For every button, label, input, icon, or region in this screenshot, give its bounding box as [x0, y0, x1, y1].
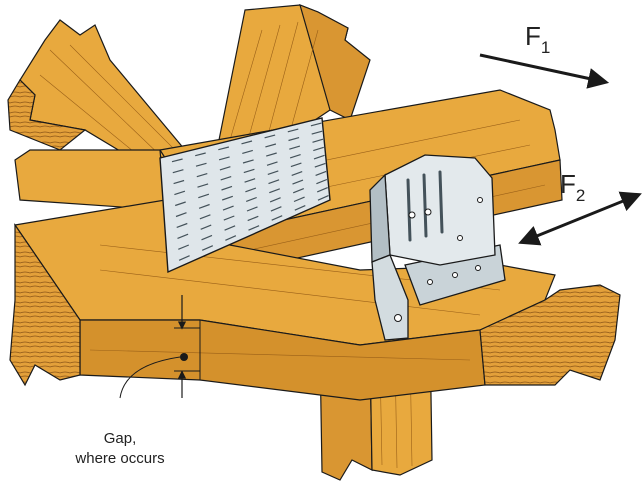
plate-tooth-slot — [200, 224, 212, 230]
plate-tooth-slot — [177, 233, 189, 239]
plate-tooth-slot — [287, 128, 299, 133]
plate-tooth-slot — [266, 161, 278, 166]
plate-tooth-slot — [269, 188, 281, 194]
left-beam-segment — [14, 149, 166, 211]
plate-tooth-slot — [172, 169, 184, 174]
plate-tooth-slot — [310, 122, 322, 127]
plate-tooth-slot — [288, 137, 300, 142]
plate-tooth-slot — [224, 225, 236, 231]
main-bottom-beam — [9, 199, 621, 401]
plate-tooth-slot — [268, 179, 280, 185]
plate-tooth-slot — [219, 166, 231, 171]
plate-tooth-slot — [292, 188, 305, 194]
plate-tooth-slot — [223, 215, 235, 221]
force-f1-subscript: 1 — [541, 38, 550, 57]
plate-tooth-slot — [242, 149, 253, 154]
plate-tooth-slot — [241, 140, 253, 145]
plate-tooth-slot — [201, 234, 213, 241]
plate-tooth-slot — [221, 185, 233, 191]
plate-tooth-slot — [245, 187, 257, 193]
plate-tooth-slot — [264, 134, 276, 139]
force-f1-letter: F — [525, 21, 541, 51]
plate-tooth-slot — [197, 183, 209, 188]
plate-tooth-slot — [218, 146, 230, 151]
plate-tooth-slot — [294, 205, 306, 211]
plate-tooth-slot — [315, 170, 327, 176]
plate-tooth-slot — [222, 205, 234, 211]
plate-tooth-slot — [222, 195, 233, 201]
right-diagonal-member — [214, 4, 371, 161]
plate-tooth-slot — [218, 156, 230, 161]
plate-tooth-slot — [244, 178, 256, 183]
plate-tooth-slot — [225, 235, 237, 241]
plate-tooth-slot — [195, 152, 206, 157]
plate-punched-teeth — [171, 122, 329, 261]
plate-tooth-slot — [316, 187, 328, 193]
plate-tooth-slot — [314, 162, 326, 168]
force-f2-arrow — [518, 191, 642, 246]
plate-tooth-slot — [175, 201, 186, 207]
force-f1-arrow — [479, 53, 610, 89]
plate-tooth-slot — [175, 212, 187, 218]
plate-tooth-slot — [291, 171, 303, 176]
plate-tooth-slot — [316, 178, 328, 185]
plate-tooth-slot — [245, 196, 257, 202]
plate-tooth-slot — [220, 176, 232, 181]
plate-tooth-slot — [247, 215, 259, 222]
plate-tooth-slot — [313, 154, 325, 160]
svg-text:F1: F1 — [525, 21, 550, 57]
plate-tooth-slot — [312, 138, 324, 143]
plate-tooth-slot — [242, 159, 254, 164]
plate-tooth-slot — [199, 214, 211, 220]
plate-tooth-slot — [198, 193, 210, 199]
plate-tooth-slot — [270, 206, 282, 212]
plate-tooth-slot — [292, 179, 304, 185]
plate-tooth-slot — [265, 143, 277, 148]
plate-tooth-slot — [266, 152, 277, 157]
plate-tooth-slot — [248, 225, 260, 231]
force-f2-label: F2 — [560, 169, 585, 205]
plate-tooth-slot — [246, 206, 258, 212]
plate-tooth-slot — [271, 215, 283, 221]
plate-tooth-slot — [290, 162, 302, 168]
plate-tooth-slot — [176, 222, 188, 228]
gap-label-line-2: where occurs — [74, 450, 164, 467]
gap-label-line-1: Gap, — [104, 430, 137, 447]
plate-tooth-slot — [178, 244, 190, 250]
force-f2-subscript: 2 — [576, 186, 585, 205]
plate-tooth-slot — [311, 130, 323, 135]
gap-dot — [180, 353, 188, 361]
force-f2-letter: F — [560, 169, 576, 199]
plate-tooth-slot — [293, 196, 305, 203]
plate-tooth-slot — [171, 158, 183, 163]
plate-tooth-slot — [174, 190, 186, 196]
plate-tooth-slot — [195, 162, 207, 167]
svg-text:F2: F2 — [560, 169, 585, 205]
plate-tooth-slot — [196, 173, 208, 178]
plate-tooth-slot — [313, 146, 324, 152]
truss-plate — [159, 117, 331, 274]
plate-tooth-slot — [289, 145, 301, 150]
plate-tooth-slot — [201, 245, 214, 251]
plate-tooth-slot — [243, 168, 255, 174]
gap-indicator — [119, 295, 200, 399]
plate-tooth-slot — [269, 197, 281, 203]
angle-bracket — [369, 154, 506, 341]
plate-tooth-slot — [178, 255, 190, 261]
plate-tooth-slot — [317, 195, 329, 201]
plate-tooth-slot — [198, 203, 210, 209]
force-f1-label: F1 — [525, 21, 550, 57]
plate-tooth-slot — [173, 179, 185, 185]
plate-tooth-slot — [267, 170, 279, 175]
plate-tooth-slot — [289, 154, 301, 159]
